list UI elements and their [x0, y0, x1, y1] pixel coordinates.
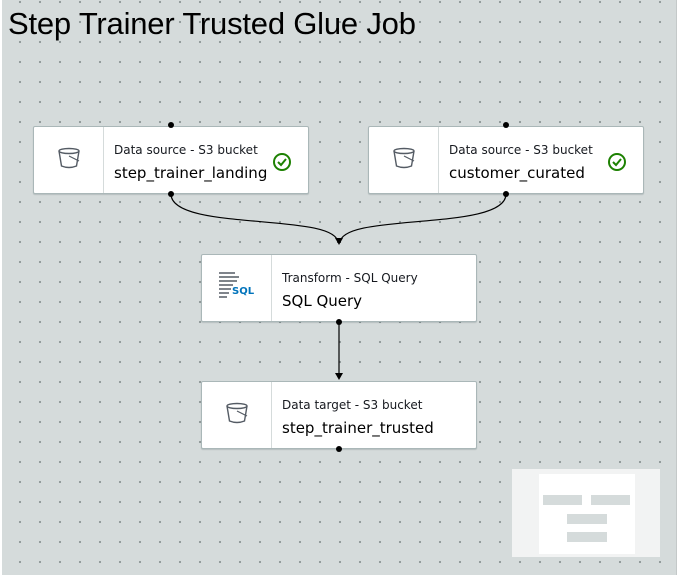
sql-query-icon: SQL [217, 270, 257, 307]
node-sql-query[interactable]: SQL Transform - SQL Query SQL Query [201, 254, 477, 322]
bucket-icon [57, 146, 81, 175]
minimap-node [567, 514, 607, 524]
output-port[interactable] [336, 319, 342, 325]
page-title: Step Trainer Trusted Glue Job [8, 6, 416, 41]
minimap[interactable] [511, 468, 661, 558]
output-port[interactable] [503, 191, 509, 197]
node-step-trainer-landing[interactable]: Data source - S3 bucket step_trainer_lan… [33, 126, 309, 194]
node-type-label: Data target - S3 bucket [282, 398, 423, 412]
check-circle-icon [272, 152, 292, 177]
node-customer-curated[interactable]: Data source - S3 bucket customer_curated [368, 126, 644, 194]
node-type-label: Data source - S3 bucket [114, 143, 258, 157]
node-name: step_trainer_landing [114, 164, 268, 182]
node-type-label: Transform - SQL Query [282, 271, 418, 285]
check-circle-icon [607, 152, 627, 177]
node-name: SQL Query [282, 292, 363, 310]
input-port[interactable] [168, 122, 174, 128]
minimap-viewport[interactable] [539, 474, 635, 554]
node-name: step_trainer_trusted [282, 419, 434, 437]
input-port[interactable] [503, 122, 509, 128]
sql-icon-text: SQL [232, 286, 255, 297]
node-name: customer_curated [449, 164, 585, 182]
minimap-node [591, 495, 630, 505]
bucket-icon [225, 401, 249, 430]
node-type-label: Data source - S3 bucket [449, 143, 593, 157]
output-port[interactable] [336, 446, 342, 452]
node-step-trainer-trusted[interactable]: Data target - S3 bucket step_trainer_tru… [201, 381, 477, 449]
minimap-node [567, 532, 607, 542]
minimap-node [543, 495, 582, 505]
bucket-icon [392, 146, 416, 175]
output-port[interactable] [168, 191, 174, 197]
